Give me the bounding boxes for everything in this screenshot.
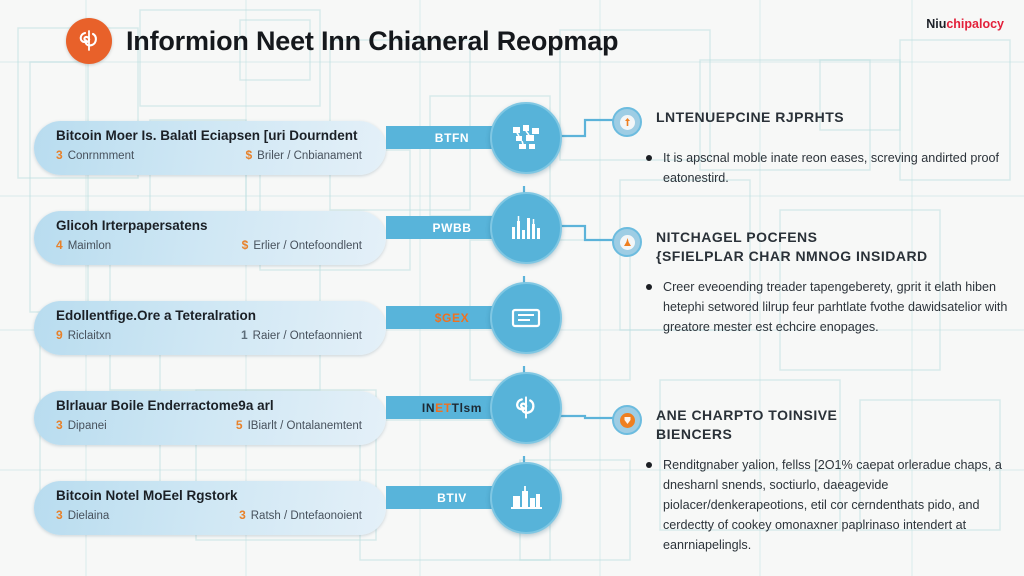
meta-label: Briler / Cnbianament — [257, 150, 362, 162]
section-body-text: Creer eveoending treader tapengeberety, … — [663, 280, 1008, 334]
row-tag-label-suffix: Tlsm — [451, 400, 483, 415]
meta-label: Maimlon — [67, 240, 112, 252]
bullet-marker — [646, 462, 652, 468]
roadmap-row: Edollentfige.Ore a Teteralration 9 Ricla… — [0, 294, 386, 362]
meta-label: Dipanei — [67, 420, 107, 432]
roadmap-card[interactable]: Glicoh Irterpapersatens 4 Maimlon $ Erli… — [34, 211, 386, 265]
card-title: Glicoh Irterpapersatens — [56, 218, 208, 233]
roadmap-row: Bitcoin Notel MoEel Rgstork 3 Dielaina 3… — [0, 474, 386, 542]
row-tag[interactable]: BTFN — [386, 126, 518, 149]
card-title: Bitcoin Moer Is. Balatl Eciapsen [uri Do… — [56, 128, 358, 143]
meta-label: Raier / Ontefaonnient — [252, 330, 362, 342]
card-meta-left: 3 Conrnmment — [56, 148, 134, 162]
section-title-line1: NITCHAGEL POCFENS — [656, 229, 818, 245]
spiral-coin-icon[interactable] — [490, 372, 562, 444]
detail-section: LNTENUEPCINE RJPRHTS It is apscnal moble… — [612, 106, 1016, 188]
meta-number: 9 — [56, 328, 63, 342]
bullet-marker — [646, 284, 652, 290]
row-tag[interactable]: BTIV — [386, 486, 518, 509]
brand-wordmark: Niuchipalocy — [926, 17, 1004, 31]
row-tag-label: BTIV — [437, 490, 467, 505]
card-meta-right: $ Briler / Cnbianament — [245, 148, 362, 162]
roadmap-card[interactable]: Bitcoin Notel MoEel Rgstork 3 Dielaina 3… — [34, 481, 386, 535]
card-title: Blrlauar Boile Enderractome9a arl — [56, 398, 274, 413]
section-title-line2: BIENCERS — [656, 426, 733, 442]
roadmap-card[interactable]: Blrlauar Boile Enderractome9a arl 3 Dipa… — [34, 391, 386, 445]
row-tag[interactable]: PWBB — [386, 216, 518, 239]
cityscape-icon[interactable] — [490, 462, 562, 534]
card-meta-right: 1 Raier / Ontefaonnient — [241, 328, 362, 342]
meta-number: 1 — [240, 328, 248, 342]
meta-number: 3 — [56, 148, 63, 162]
card-meta-left: 3 Dielaina — [56, 508, 109, 522]
meta-label: Conrnmment — [67, 150, 135, 162]
network-nodes-icon[interactable] — [490, 102, 562, 174]
card-title: Bitcoin Notel MoEel Rgstork — [56, 488, 238, 503]
roadmap-card[interactable]: Bitcoin Moer Is. Balatl Eciapsen [uri Do… — [34, 121, 386, 175]
meta-number: 3 — [239, 508, 246, 522]
meta-label: Dielaina — [67, 510, 110, 522]
meta-label: IBiarlt / Ontalanemtent — [247, 420, 362, 432]
detail-section: NITCHAGEL POCFENS {SFIELPLAR CHAR NMNOG … — [612, 226, 1016, 337]
section-body-text: Renditgnaber yalion, fellss [2O1% caepat… — [663, 458, 1002, 552]
row-tag-label: IN — [421, 400, 436, 415]
meta-label: Ratsh / Dntefaonoient — [250, 510, 362, 522]
section-title: ANE CHARPTO TOINSIVE BIENCERS — [656, 404, 837, 444]
roadmap-row: Bitcoin Moer Is. Balatl Eciapsen [uri Do… — [0, 114, 386, 182]
roadmap-row: Blrlauar Boile Enderractome9a arl 3 Dipa… — [0, 384, 386, 452]
card-meta-right: 3 Ratsh / Dntefaonoient — [239, 508, 362, 522]
meta-number: 4 — [56, 238, 63, 252]
row-tag-label: $GEX — [434, 310, 470, 325]
orange-pin-icon[interactable] — [612, 107, 642, 137]
brand-name-secondary: chipalocy — [946, 17, 1004, 31]
meta-number: 5 — [235, 418, 243, 432]
orange-badge-icon[interactable] — [612, 405, 642, 435]
section-title-line2: {SFIELPLAR CHAR NMNOG INSIDARD — [656, 248, 928, 264]
card-meta-right: $ Erlier / Ontefoondlent — [242, 238, 362, 252]
section-body-text: It is apscnal moble inate reon eases, sc… — [663, 151, 1000, 185]
bullet-marker — [646, 155, 652, 161]
roadmap-card[interactable]: Edollentfige.Ore a Teteralration 9 Ricla… — [34, 301, 386, 355]
meta-number: $ — [245, 148, 253, 162]
row-tag-label: PWBB — [432, 220, 472, 235]
card-meta-left: 4 Maimlon — [56, 238, 111, 252]
meta-label: Riclaitxn — [67, 330, 112, 342]
section-title-line1: LNTENUEPCINE RJPRHTS — [656, 109, 845, 125]
page-header: Informion Neet Inn Chianeral Reopmap — [66, 18, 619, 64]
orange-tower-icon[interactable] — [612, 227, 642, 257]
brand-name-primary: Niu — [926, 17, 947, 31]
banknote-icon[interactable] — [490, 282, 562, 354]
section-title: NITCHAGEL POCFENS {SFIELPLAR CHAR NMNOG … — [656, 226, 928, 266]
card-meta-right: 5 IBiarlt / Ontalanemtent — [236, 418, 362, 432]
roadmap-row: Glicoh Irterpapersatens 4 Maimlon $ Erli… — [0, 204, 386, 272]
page-title: Informion Neet Inn Chianeral Reopmap — [126, 25, 619, 56]
section-title-line1: ANE CHARPTO TOINSIVE — [656, 407, 838, 423]
spiral-coin-icon — [66, 18, 112, 64]
row-tag-label: BTFN — [434, 130, 470, 145]
detail-section: ANE CHARPTO TOINSIVE BIENCERS Renditgnab… — [612, 404, 1016, 555]
section-title: LNTENUEPCINE RJPRHTS — [656, 106, 844, 127]
row-tag[interactable]: $GEX — [386, 306, 518, 329]
bar-chart-icon[interactable] — [490, 192, 562, 264]
meta-number: 3 — [56, 508, 63, 522]
row-tag-label-accent: ET — [435, 400, 452, 415]
meta-number: $ — [241, 238, 249, 252]
card-meta-left: 3 Dipanei — [56, 418, 107, 432]
card-title: Edollentfige.Ore a Teteralration — [56, 308, 257, 323]
meta-number: 3 — [56, 418, 63, 432]
meta-label: Erlier / Ontefoondlent — [253, 240, 362, 252]
card-meta-left: 9 Riclaitxn — [56, 328, 111, 342]
